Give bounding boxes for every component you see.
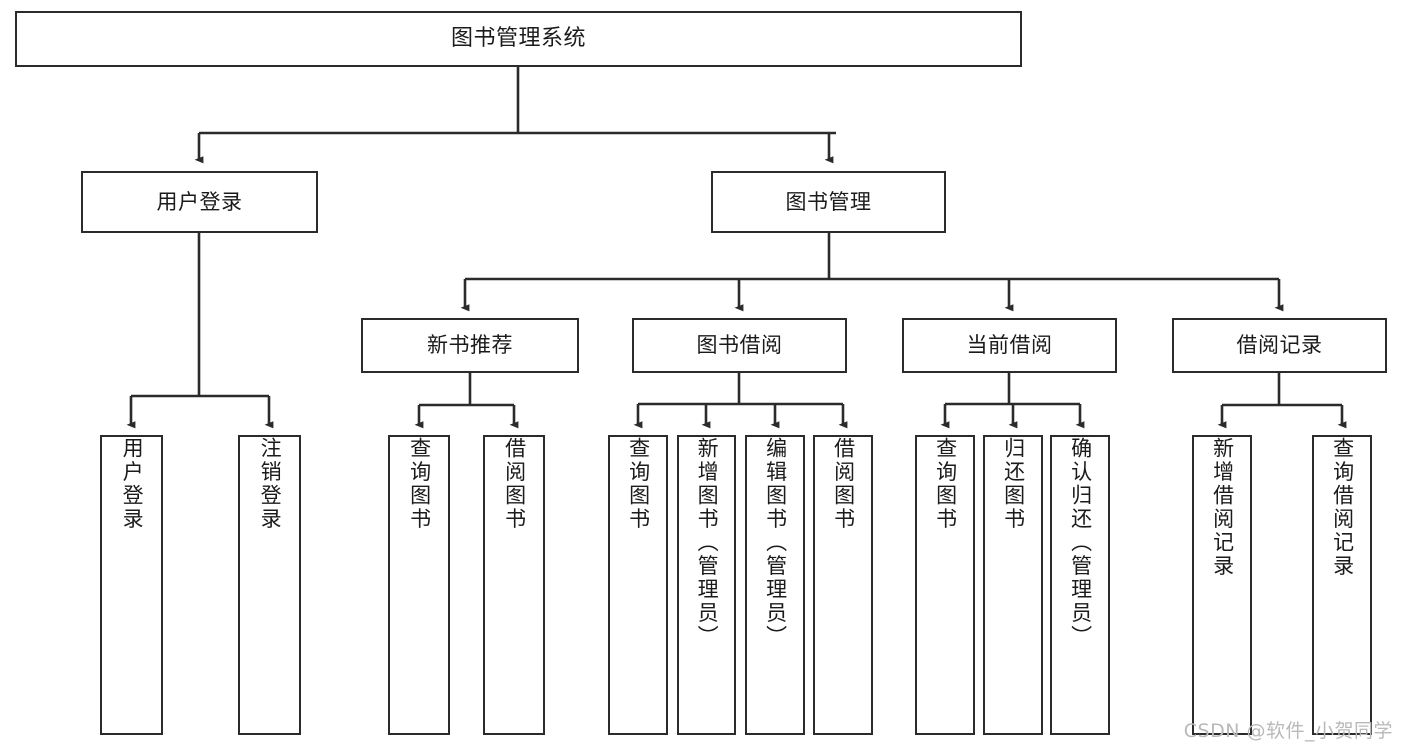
leaf-recommend-borrow-book-label: 借阅图书 bbox=[502, 437, 527, 531]
node-borrow-record-label: 借阅记录 bbox=[1236, 333, 1323, 358]
leaf-recommend-borrow-book[interactable]: 借阅图书 bbox=[483, 435, 545, 735]
node-book-borrow[interactable]: 图书借阅 bbox=[632, 318, 847, 373]
node-root[interactable]: 图书管理系统 bbox=[15, 11, 1022, 67]
watermark: CSDN @软件_小贺同学 bbox=[1183, 720, 1393, 742]
node-book-borrow-label: 图书借阅 bbox=[696, 333, 783, 358]
node-current-borrow-label: 当前借阅 bbox=[966, 333, 1053, 358]
leaf-record-add[interactable]: 新增借阅记录 bbox=[1192, 435, 1252, 735]
leaf-user-login[interactable]: 用户登录 bbox=[100, 435, 163, 735]
leaf-borrow-add-book-label: 新增图书（管理员） bbox=[695, 437, 720, 649]
node-new-book-recommend[interactable]: 新书推荐 bbox=[361, 318, 579, 373]
leaf-user-login-label: 用户登录 bbox=[120, 437, 145, 531]
leaf-current-query-book[interactable]: 查询图书 bbox=[915, 435, 975, 735]
leaf-borrow-edit-book-label: 编辑图书（管理员） bbox=[763, 437, 788, 649]
leaf-record-add-label: 新增借阅记录 bbox=[1210, 437, 1235, 578]
node-current-borrow[interactable]: 当前借阅 bbox=[902, 318, 1117, 373]
node-user-login-label: 用户登录 bbox=[156, 189, 243, 214]
leaf-current-return-book-label: 归还图书 bbox=[1001, 437, 1026, 531]
node-root-label: 图书管理系统 bbox=[450, 26, 586, 52]
node-user-login[interactable]: 用户登录 bbox=[81, 171, 318, 233]
leaf-record-query[interactable]: 查询借阅记录 bbox=[1312, 435, 1372, 735]
leaf-borrow-query-book-label: 查询图书 bbox=[626, 437, 651, 531]
node-book-management[interactable]: 图书管理 bbox=[711, 171, 946, 233]
node-borrow-record[interactable]: 借阅记录 bbox=[1172, 318, 1387, 373]
leaf-current-confirm-return-label: 确认归还（管理员） bbox=[1068, 437, 1093, 649]
leaf-current-query-book-label: 查询图书 bbox=[933, 437, 958, 531]
leaf-recommend-query-book-label: 查询图书 bbox=[407, 437, 432, 531]
leaf-current-confirm-return[interactable]: 确认归还（管理员） bbox=[1050, 435, 1110, 735]
leaf-borrow-borrow-book-label: 借阅图书 bbox=[831, 437, 856, 531]
leaf-borrow-add-book[interactable]: 新增图书（管理员） bbox=[677, 435, 736, 735]
leaf-current-return-book[interactable]: 归还图书 bbox=[983, 435, 1043, 735]
leaf-borrow-query-book[interactable]: 查询图书 bbox=[608, 435, 668, 735]
leaf-record-query-label: 查询借阅记录 bbox=[1330, 437, 1355, 578]
node-book-management-label: 图书管理 bbox=[785, 189, 872, 214]
leaf-logout-label: 注销登录 bbox=[258, 437, 283, 531]
leaf-borrow-borrow-book[interactable]: 借阅图书 bbox=[813, 435, 873, 735]
node-new-book-recommend-label: 新书推荐 bbox=[427, 333, 513, 358]
leaf-recommend-query-book[interactable]: 查询图书 bbox=[388, 435, 450, 735]
leaf-borrow-edit-book[interactable]: 编辑图书（管理员） bbox=[745, 435, 805, 735]
leaf-logout[interactable]: 注销登录 bbox=[238, 435, 301, 735]
